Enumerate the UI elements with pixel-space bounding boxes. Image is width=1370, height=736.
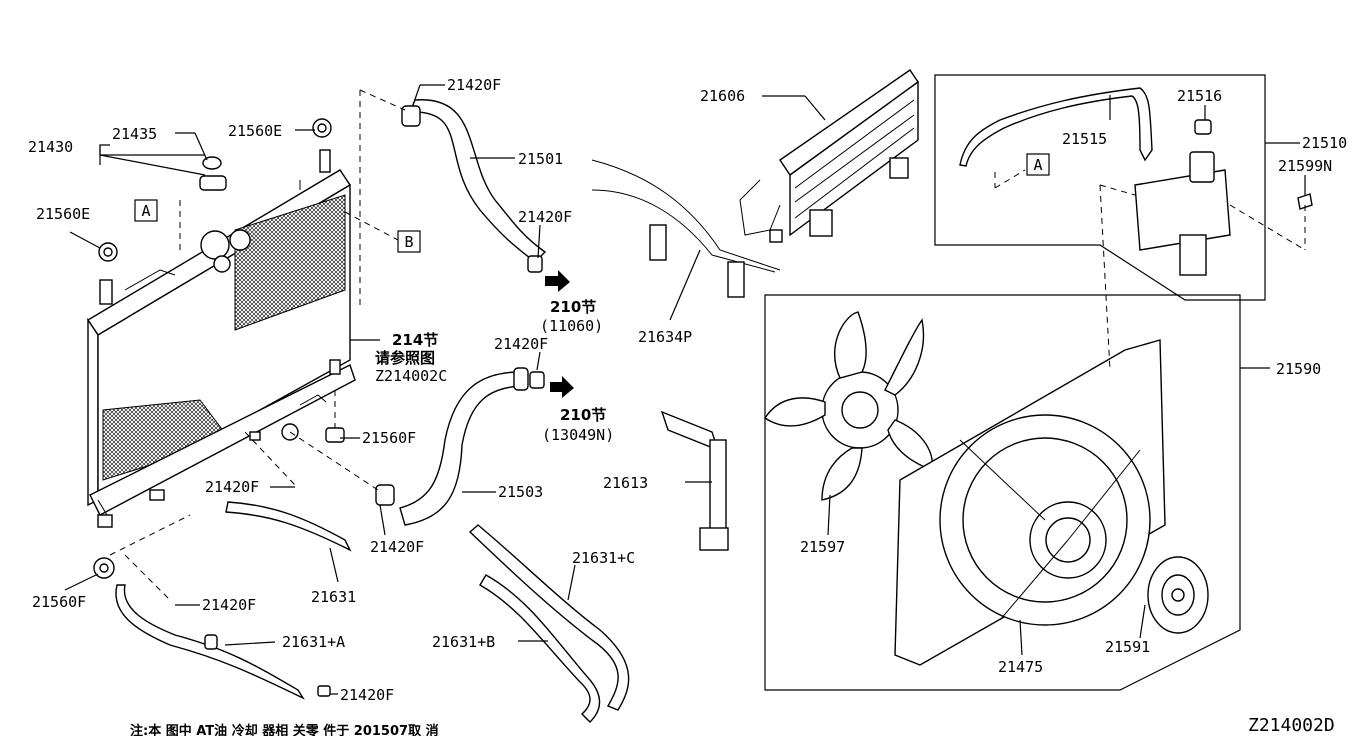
lower-hose-21503 [375, 367, 574, 526]
label-21420f-mid: 21420F [518, 208, 572, 226]
label-section-210-a: 210节 [550, 298, 596, 316]
ref-box-b: B [397, 230, 421, 253]
hose-21631 [225, 501, 352, 552]
bracket-21613 [660, 410, 729, 551]
label-21590: 21590 [1276, 360, 1321, 378]
label-11060: (11060) [540, 317, 603, 335]
label-section-210-b: 210节 [560, 406, 606, 424]
reservoir-21510 [934, 74, 1313, 301]
label-21430: 21430 [28, 138, 73, 156]
footnote: 注:本 图中 AT油 冷却 器相 关零 件于 201507取 消 [130, 723, 439, 736]
label-21631-a: 21631+A [282, 633, 345, 651]
label-21606: 21606 [700, 87, 745, 105]
label-21510: 21510 [1302, 134, 1347, 152]
label-21560f-mid: 21560F [362, 429, 416, 447]
svg-text:A: A [141, 202, 150, 220]
assembly-lines [109, 89, 1306, 601]
label-21420f-bottom-left: 21420F [202, 596, 256, 614]
label-21515: 21515 [1062, 130, 1107, 148]
label-21420f-hose: 21420F [494, 335, 548, 353]
upper-hose-21501 [401, 99, 570, 292]
hose-21631-c [468, 524, 630, 711]
fan-blade-21597 [764, 311, 934, 501]
label-ref-z214002c: Z214002C [375, 367, 447, 385]
label-21599n: 21599N [1278, 157, 1332, 175]
shroud-21475 [894, 339, 1166, 666]
label-21503: 21503 [498, 483, 543, 501]
label-21420f-top: 21420F [447, 76, 501, 94]
label-21591: 21591 [1105, 638, 1150, 656]
label-13049n: (13049N) [542, 426, 614, 444]
svg-text:A: A [1033, 156, 1042, 174]
label-21560e-top: 21560E [228, 122, 282, 140]
label-21420f-bottom: 21420F [340, 686, 394, 704]
svg-text:B: B [404, 233, 413, 251]
leader-lines [64, 84, 1306, 695]
label-21475: 21475 [998, 658, 1043, 676]
label-21631-b: 21631+B [432, 633, 495, 651]
label-21435: 21435 [112, 125, 157, 143]
label-21560f-bottom: 21560F [32, 593, 86, 611]
label-21597: 21597 [800, 538, 845, 556]
fan-assembly-21590 [764, 294, 1241, 691]
label-21516: 21516 [1177, 87, 1222, 105]
oil-cooler-21606 [739, 69, 919, 243]
label-21613: 21613 [603, 474, 648, 492]
label-21420f-lower: 21420F [370, 538, 424, 556]
label-section-214: 214节 [392, 331, 438, 349]
radiator [87, 118, 356, 579]
ref-box-a-left: A [134, 199, 158, 222]
hose-21631-a [115, 584, 331, 700]
label-21631: 21631 [311, 588, 356, 606]
label-21560e-left: 21560E [36, 205, 90, 223]
hose-21631-b [479, 574, 601, 723]
fan-motor-21591 [1147, 556, 1209, 634]
label-21631-c: 21631+C [572, 549, 635, 567]
diagram-code: Z214002D [1248, 715, 1335, 736]
label-refer-figure: 请参照图 [375, 349, 435, 367]
label-21501: 21501 [518, 150, 563, 168]
label-21634p: 21634P [638, 328, 692, 346]
label-21420f-low: 21420F [205, 478, 259, 496]
ref-box-a-right: A [1026, 153, 1050, 176]
pipe-21634p [591, 159, 781, 298]
